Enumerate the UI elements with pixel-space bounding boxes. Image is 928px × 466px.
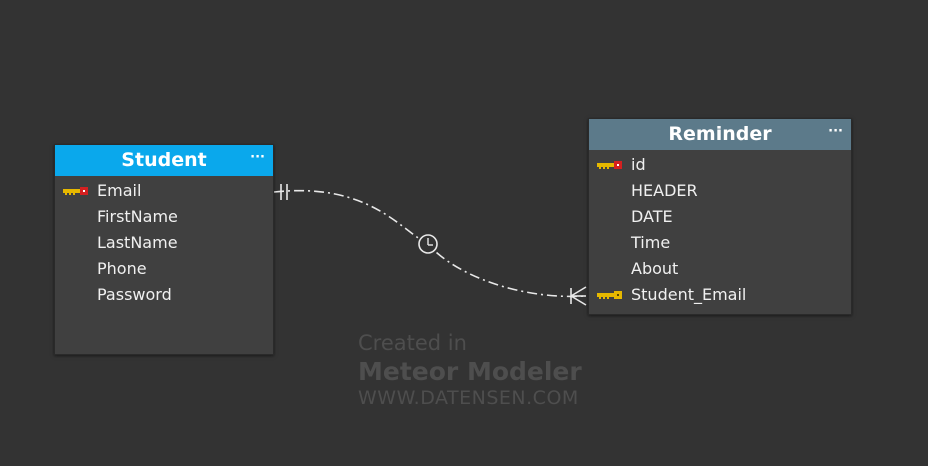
watermark: Created in Meteor Modeler WWW.DATENSEN.C… [358, 333, 582, 408]
student-attribute-row[interactable]: Password [55, 282, 273, 308]
reminder-title: Reminder [668, 123, 772, 145]
reminder-header[interactable]: Reminder ··· [589, 119, 851, 150]
student-header[interactable]: Student ··· [55, 145, 273, 176]
student-title: Student [121, 149, 207, 171]
reminder-attribute-name: About [631, 259, 679, 278]
student-attribute-row[interactable]: LastName [55, 230, 273, 256]
watermark-created-in: Created in [358, 331, 467, 355]
reminder-attribute-row[interactable]: HEADER [589, 178, 851, 204]
student-attribute-row[interactable]: FirstName [55, 204, 273, 230]
reminder-attribute-name: DATE [631, 207, 673, 226]
reminder-attribute-row[interactable]: DATE [589, 204, 851, 230]
primary-key-icon [597, 161, 622, 169]
reminder-entity[interactable]: Reminder ··· id HEADER DATE [588, 118, 852, 315]
student-attribute-row[interactable]: Phone [55, 256, 273, 282]
many-marker-foot-bottom [570, 295, 587, 306]
reminder-attribute-list: id HEADER DATE Time About [589, 150, 851, 308]
reminder-attribute-row[interactable]: id [589, 152, 851, 178]
student-entity[interactable]: Student ··· Email FirstName LastName [54, 144, 274, 355]
student-attribute-name: Password [97, 285, 172, 304]
reminder-attribute-name: Time [631, 233, 671, 252]
student-attribute-name: Email [97, 181, 142, 200]
reminder-attribute-name: Student_Email [631, 285, 747, 304]
student-attribute-name: LastName [97, 233, 178, 252]
student-attribute-list: Email FirstName LastName Phone Password [55, 176, 273, 308]
reminder-attribute-name: HEADER [631, 181, 698, 200]
reminder-menu-icon[interactable]: ··· [828, 124, 843, 139]
student-menu-icon[interactable]: ··· [250, 150, 265, 165]
student-attribute-row[interactable]: Email [55, 178, 273, 204]
many-marker-foot-top [570, 286, 587, 297]
student-attribute-name: FirstName [97, 207, 178, 226]
reminder-attribute-row[interactable]: Student_Email [589, 282, 851, 308]
reminder-attribute-row[interactable]: Time [589, 230, 851, 256]
student-attribute-name: Phone [97, 259, 147, 278]
foreign-key-icon [597, 291, 622, 299]
watermark-url: WWW.DATENSEN.COM [358, 387, 579, 409]
reminder-attribute-name: id [631, 155, 646, 174]
watermark-product-name: Meteor Modeler [358, 357, 582, 386]
primary-key-icon [63, 187, 88, 195]
reminder-attribute-row[interactable]: About [589, 256, 851, 282]
